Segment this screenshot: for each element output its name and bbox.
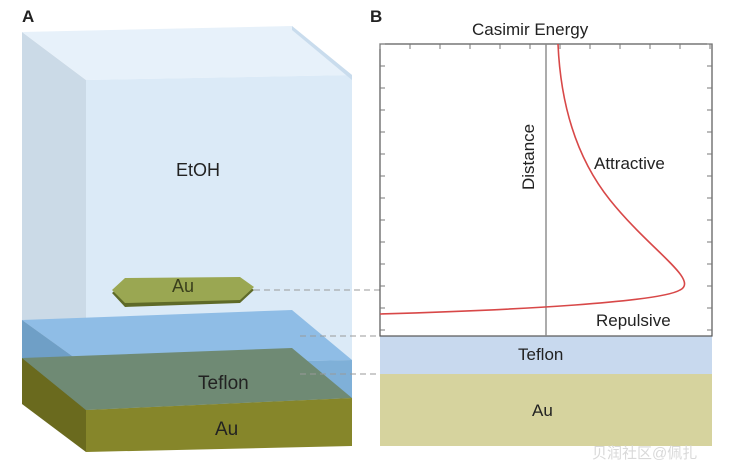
panel-a-stack xyxy=(22,26,352,452)
ethanol-side-face xyxy=(22,32,86,412)
substrate-label: Au xyxy=(215,419,239,440)
gold-top-face xyxy=(22,348,352,410)
teflon-band-label: Teflon xyxy=(518,345,564,364)
watermark-text: 贝润社区@佩扎 xyxy=(592,445,698,462)
gold-side-face xyxy=(22,358,86,452)
gold-band xyxy=(380,374,712,446)
distance-axis-label: Distance xyxy=(519,123,538,190)
panel-b-letter: B xyxy=(370,7,383,26)
plate-label: Au xyxy=(172,276,195,296)
repulsive-label: Repulsive xyxy=(596,311,671,330)
gold-band-label: Au xyxy=(532,401,553,420)
chart-title: Casimir Energy xyxy=(472,20,589,39)
teflon-band xyxy=(380,336,712,374)
ethanol-label: EtOH xyxy=(176,160,221,180)
plot-ticks xyxy=(379,43,712,331)
panel-b-plot xyxy=(379,43,713,446)
film-label: Teflon xyxy=(198,373,249,394)
casimir-energy-curve xyxy=(379,43,686,315)
ethanol-right-edge xyxy=(292,26,352,80)
gold-front-face xyxy=(86,398,352,452)
panel-a-letter: A xyxy=(22,7,35,26)
ethanol-top-face xyxy=(22,26,352,80)
attractive-label: Attractive xyxy=(594,154,665,173)
gold-plate-top xyxy=(112,277,254,303)
